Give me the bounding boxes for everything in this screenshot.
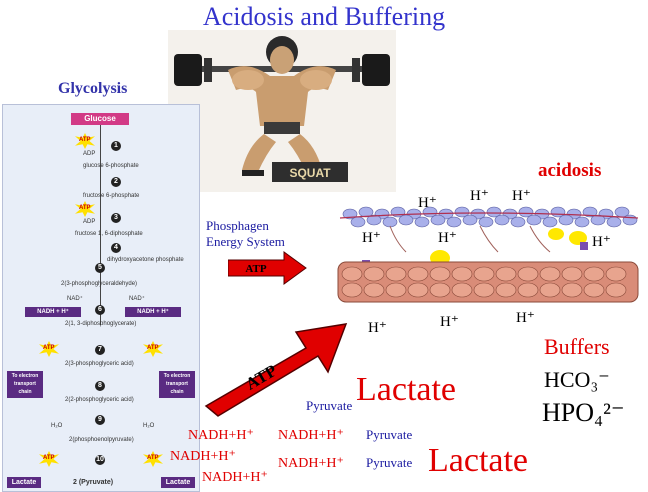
h-ion-label: H⁺ <box>516 310 535 326</box>
nadh-box: NADH + H⁺ <box>25 307 81 317</box>
step-1: 1 <box>111 141 121 151</box>
glucose-box: Glucose <box>71 113 129 125</box>
h-ion-label: H⁺ <box>368 320 387 336</box>
metabolite: 2(1, 3-diphosphoglycerate) <box>65 321 137 327</box>
nadh-label: NADH+H⁺ <box>188 428 254 443</box>
metabolite: 2(phosphoenolpyruvate) <box>69 437 134 443</box>
step-9: 9 <box>95 415 105 425</box>
pyruvate-label: Pyruvate <box>366 427 413 442</box>
nad-label: NAD⁺ <box>67 296 83 302</box>
pyruvate-label: 2 (Pyruvate) <box>73 479 114 486</box>
lactate-label-large: Lactate <box>356 371 457 408</box>
muscle-fiber-image <box>337 206 639 303</box>
atp-arrow-large: ATP <box>204 323 348 417</box>
metabolite: 2(2-phosphoglyceric acid) <box>65 397 134 403</box>
step-5: 5 <box>95 263 105 273</box>
atp-small-label: ATP <box>245 263 266 275</box>
electron-transport-box: To electron transport chain <box>159 371 195 398</box>
step-2: 2 <box>111 177 121 187</box>
nadh-box: NADH + H⁺ <box>125 307 181 317</box>
pathway-line <box>100 125 101 325</box>
atp-label: ATP <box>79 205 91 211</box>
nadh-label: NADH+H⁺ <box>278 456 344 471</box>
h-ion-label: H⁺ <box>362 230 381 246</box>
pyruvate-label: Pyruvate <box>306 398 353 413</box>
glycolysis-heading: Glycolysis <box>58 80 128 97</box>
atp-label: ATP <box>43 345 55 351</box>
lactate-box: Lactate <box>161 477 195 488</box>
h-ion-label: H⁺ <box>512 188 531 204</box>
bicarbonate-label: HCO₃⁻ <box>544 367 610 392</box>
squat-caption: SQUAT <box>289 166 331 180</box>
glycolysis-panel: Glucose ATP ADP 1 glucose 6-phosphate 2 … <box>2 104 200 492</box>
atp-label: ATP <box>79 137 91 143</box>
h2o-label: H₂O <box>143 423 155 429</box>
page-title: Acidosis and Buffering <box>202 2 446 31</box>
electron-transport-box: To electron transport chain <box>7 371 43 398</box>
metabolite: dihydroxyacetone phosphate <box>107 257 184 263</box>
atp-arrow-small: ATP <box>228 251 307 285</box>
step-7: 7 <box>95 345 105 355</box>
metabolite: 2(3-phosphoglyceric acid) <box>65 361 134 367</box>
nadh-label: NADH+H⁺ <box>278 428 344 443</box>
acidosis-label: acidosis <box>538 160 602 181</box>
h2o-label: H₂O <box>51 423 63 429</box>
nadh-label: NADH+H⁺ <box>170 449 236 464</box>
step-4: 4 <box>111 243 121 253</box>
nad-label: NAD⁺ <box>129 296 145 302</box>
phosphagen-label: Phosphagen Energy System <box>206 218 285 249</box>
adp-label: ADP <box>83 219 96 225</box>
lactate-box: Lactate <box>7 477 41 488</box>
step-3: 3 <box>111 213 121 223</box>
h-ion-label: H⁺ <box>592 234 611 250</box>
nadh-label: NADH+H⁺ <box>202 470 268 485</box>
h-ion-label: H⁺ <box>470 188 489 204</box>
step-10: 10 <box>95 455 105 465</box>
metabolite: glucose 6-phosphate <box>83 163 139 169</box>
phosphate-label: HPO₄²⁻ <box>542 398 625 427</box>
step-6: 6 <box>95 305 105 315</box>
metabolite: 2(3-phosphoglyceraldehyde) <box>61 281 138 287</box>
adp-label: ADP <box>83 151 96 157</box>
atp-label: ATP <box>147 455 159 461</box>
pyruvate-label: Pyruvate <box>366 455 413 470</box>
metabolite: fructose 1, 6-diphosphate <box>75 231 143 237</box>
h-ion-label: H⁺ <box>418 195 437 211</box>
lactate-label-large: Lactate <box>428 442 529 479</box>
h-ion-label: H⁺ <box>438 230 457 246</box>
weightlifter-image: SQUAT <box>168 30 396 192</box>
metabolite: fructose 6-phosphate <box>83 193 140 199</box>
buffers-label: Buffers <box>544 334 610 359</box>
step-8: 8 <box>95 381 105 391</box>
atp-label: ATP <box>147 345 159 351</box>
h-ion-label: H⁺ <box>440 314 459 330</box>
atp-label: ATP <box>43 455 55 461</box>
